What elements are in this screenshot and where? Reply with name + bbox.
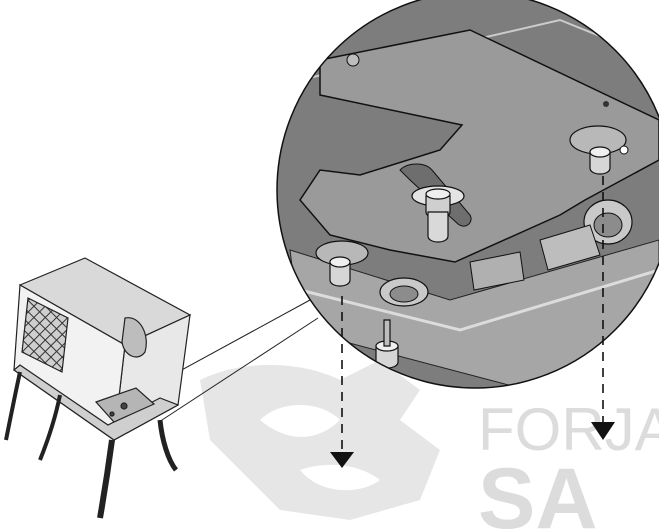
- wood-stove-icon: [4, 257, 192, 519]
- mounting-plate-icon: [299, 29, 659, 263]
- watermark-logo-icon: [200, 360, 440, 520]
- left-bolt-down-arrow: [330, 296, 354, 468]
- watermark-text-line2: SA: [478, 451, 597, 529]
- watermark-text-line1: FORJA: [478, 396, 659, 463]
- right-bolt-down-arrow: [591, 176, 615, 440]
- zoom-detail-view: [276, 0, 659, 389]
